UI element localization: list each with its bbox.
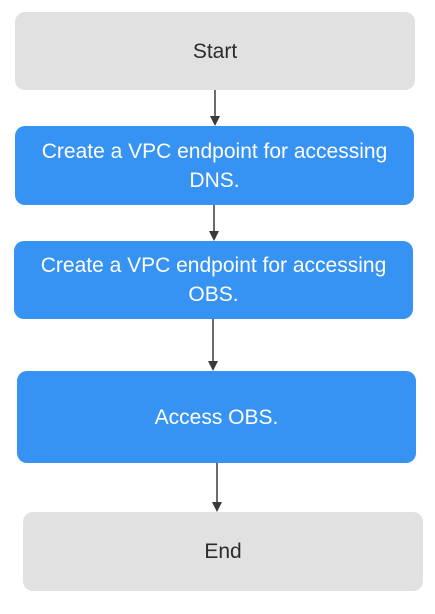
create-obs-endpoint-label: Create a VPC endpoint for accessing OBS. (40, 254, 387, 306)
end-node-label: End (204, 540, 242, 563)
access-obs-step: Access OBS. (17, 371, 416, 463)
create-obs-endpoint-step: Create a VPC endpoint for accessing OBS. (14, 241, 413, 319)
create-dns-endpoint-step: Create a VPC endpoint for accessing DNS. (15, 126, 414, 205)
start-node-label: Start (192, 39, 238, 63)
start-node: Start (15, 12, 415, 90)
create-dns-endpoint-label: Create a VPC endpoint for accessing DNS. (41, 139, 388, 192)
end-node: End (23, 512, 423, 591)
access-obs-label: Access OBS. (154, 405, 279, 429)
